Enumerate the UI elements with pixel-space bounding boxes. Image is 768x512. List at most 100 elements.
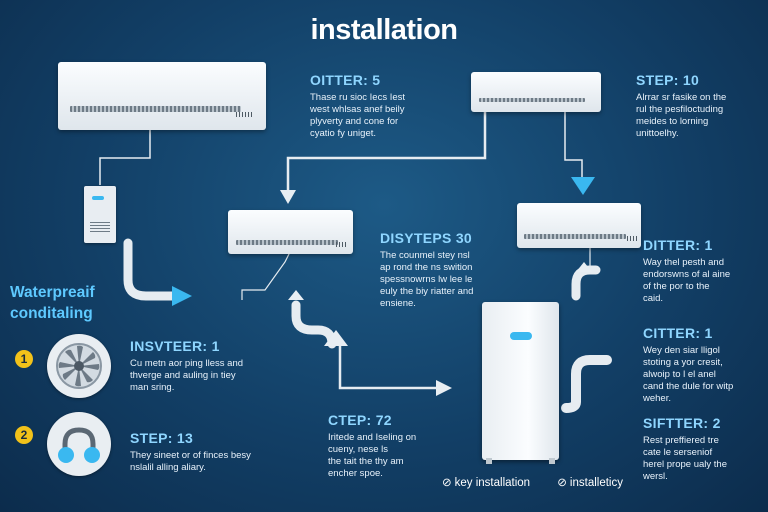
step-line: stoting a yor cresit, xyxy=(643,357,723,368)
step-text: Way thel pesth and endorswns of al aine … xyxy=(643,257,765,305)
step-block-1: OITTER: 5 Thase ru sioc Iecs Iest west w… xyxy=(310,72,460,140)
step-line: meides to lorning xyxy=(636,116,709,127)
pipe xyxy=(291,300,337,349)
step-line: rul the pesfiloctuding xyxy=(636,104,724,115)
ac-unit-right xyxy=(517,203,641,248)
step-text: Thase ru sioc Iecs Iest west whlsas anef… xyxy=(310,92,460,140)
step-heading: CITTER: 1 xyxy=(643,325,713,341)
step-heading: DITTER: 1 xyxy=(643,237,713,253)
step-block-8: STEP: 13 They sineet or of finces besy n… xyxy=(130,430,300,474)
step-line: The counmel stey nsl xyxy=(380,250,470,261)
step-line: Cu metn aor ping lless and xyxy=(130,358,244,369)
step-line: nslalil alling aliary. xyxy=(130,462,206,473)
pipe xyxy=(123,238,177,301)
step-heading: SIFTTER: 2 xyxy=(643,415,721,431)
step-line: thverge and auling in tiey xyxy=(130,370,236,381)
step-block-9: SIFTTER: 2 Rest preffiered tre cate le s… xyxy=(643,415,765,483)
step-line: alwoip to l el anel xyxy=(643,369,716,380)
step-line: Rest preffiered tre xyxy=(643,435,719,446)
step-line: plyverty and cone for xyxy=(310,116,399,127)
legend-label: installeticy xyxy=(569,477,623,489)
arrow-icon xyxy=(280,190,296,204)
step-line: herel prope ualy the xyxy=(643,459,727,470)
step-block-2: STEP: 10 Alrrar sr fasike on the rul the… xyxy=(636,72,764,140)
step-block-3: DISYTEPS 30 The counmel stey nsl ap rond… xyxy=(380,230,510,310)
step-line: weher. xyxy=(643,393,671,404)
step-heading: STEP: 13 xyxy=(130,430,194,446)
connector-line xyxy=(241,251,291,300)
fan-icon xyxy=(47,334,111,398)
step-line: west whlsas anef beily xyxy=(310,104,405,115)
step-heading: STEP: 10 xyxy=(636,72,700,88)
legend: ⊘key installation ⊘installeticy xyxy=(442,475,647,489)
step-line: caid. xyxy=(643,293,664,304)
ac-unit-middle xyxy=(228,210,353,254)
step-block-5: INSVTEER: 1 Cu metn aor ping lless and t… xyxy=(130,338,290,394)
side-title: Waterpreaif conditaling xyxy=(10,282,95,324)
step-text: Alrrar sr fasike on the rul the pesfiloc… xyxy=(636,92,764,140)
step-block-7: CTEP: 72 Iritede and Iseling on cueny, n… xyxy=(328,412,448,480)
step-line: of the por to the xyxy=(643,281,710,292)
ac-unit-top-right xyxy=(471,72,601,112)
arrow-icon xyxy=(571,177,595,195)
step-line: Wey den siar lligol xyxy=(643,345,720,356)
headphones-icon xyxy=(47,412,111,476)
arrow-icon xyxy=(172,286,192,306)
legend-item: ⊘key installation xyxy=(442,477,545,489)
arrow-icon xyxy=(288,290,304,300)
step-heading: CTEP: 72 xyxy=(328,412,392,428)
step-line: ensiene. xyxy=(380,298,416,309)
step-number-badge: 2 xyxy=(15,426,33,444)
connector-line xyxy=(286,112,487,190)
step-text: Rest preffiered tre cate le serseniof he… xyxy=(643,435,765,483)
step-line: Iritede and Iseling on xyxy=(328,432,417,443)
step-heading: DISYTEPS 30 xyxy=(380,230,473,246)
legend-item: ⊘installeticy xyxy=(557,477,635,489)
check-circle-icon: ⊘ xyxy=(442,477,452,489)
side-title-line: conditaling xyxy=(10,305,93,322)
step-text: Cu metn aor ping lless and thverge and a… xyxy=(130,358,290,394)
arrow-icon xyxy=(324,330,348,346)
step-line: Way thel pesth and xyxy=(643,257,724,268)
connector-line xyxy=(338,345,436,390)
arrow-icon xyxy=(576,262,592,272)
connector-line xyxy=(564,112,583,180)
step-text: The counmel stey nsl ap rond the ns swit… xyxy=(380,250,510,310)
step-line: unittoelhy. xyxy=(636,128,679,139)
connector-line xyxy=(99,130,151,185)
step-line: the tait the thy am xyxy=(328,456,404,467)
arrow-icon xyxy=(436,380,452,396)
outdoor-unit xyxy=(482,302,559,464)
step-heading: INSVTEER: 1 xyxy=(130,338,220,354)
step-line: Alrrar sr fasike on the xyxy=(636,92,727,103)
step-block-4: DITTER: 1 Way thel pesth and endorswns o… xyxy=(643,237,765,305)
step-line: ap rond the ns swition xyxy=(380,262,473,273)
page-title: installation xyxy=(310,14,458,46)
step-heading: OITTER: 5 xyxy=(310,72,381,88)
step-text: They sineet or of finces besy nslalil al… xyxy=(130,450,300,474)
pipe xyxy=(561,355,612,413)
legend-label: key installation xyxy=(454,477,531,489)
side-title-line: Waterpreaif xyxy=(10,284,95,301)
step-line: man sring. xyxy=(130,382,175,393)
step-block-6: CITTER: 1 Wey den siar lligol stoting a … xyxy=(643,325,765,405)
step-number-badge: 1 xyxy=(15,350,33,368)
step-line: cueny, nese ls xyxy=(328,444,389,455)
step-line: endorswns of al aine xyxy=(643,269,731,280)
step-line: encher spoe. xyxy=(328,468,383,479)
step-line: spessnowrns lw lee le xyxy=(380,274,473,285)
pipe xyxy=(571,265,601,301)
step-line: euly the biy riatter and xyxy=(380,286,474,297)
step-line: wersl. xyxy=(643,471,668,482)
step-text: Iritede and Iseling on cueny, nese ls th… xyxy=(328,432,448,480)
step-text: Wey den siar lligol stoting a yor cresit… xyxy=(643,345,765,405)
wall-unit xyxy=(84,186,116,243)
step-line: cand the dule for witp xyxy=(643,381,734,392)
step-line: cate le serseniof xyxy=(643,447,713,458)
ac-unit-large xyxy=(58,62,266,130)
step-line: cyatio fy uniget. xyxy=(310,128,377,139)
check-circle-icon: ⊘ xyxy=(557,477,567,489)
step-line: Thase ru sioc Iecs Iest xyxy=(310,92,406,103)
step-line: They sineet or of finces besy xyxy=(130,450,251,461)
